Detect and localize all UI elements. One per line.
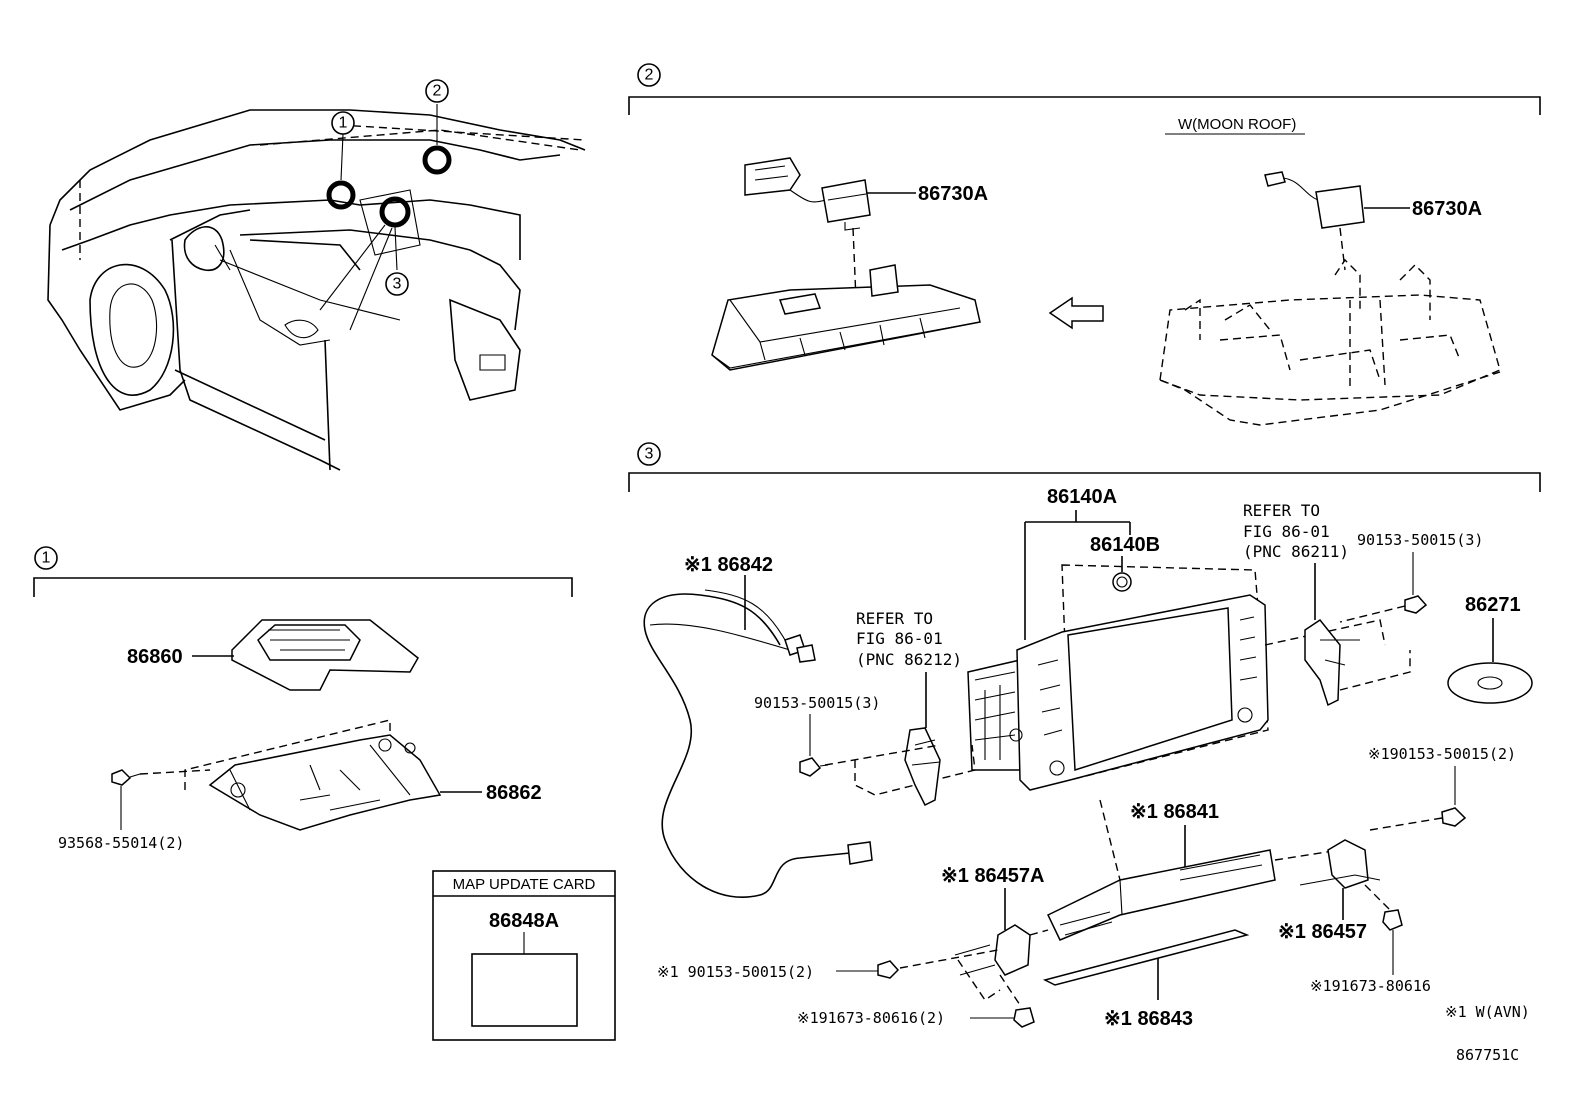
svg-text:2: 2	[645, 67, 654, 84]
part-label-86842: ※1 86842	[684, 554, 773, 576]
bracket-86457-illustration	[1299, 839, 1381, 889]
bracket-86457A-illustration	[954, 924, 1031, 976]
section-3-marker: 3	[637, 442, 661, 466]
variant-label-moon-roof: W(MOON ROOF)	[1178, 116, 1296, 133]
section-2: 2 W(MOON ROOF) 86730A	[628, 63, 1541, 426]
refer-note-right: REFER TO FIG 86-01 (PNC 86211)	[1243, 501, 1349, 561]
map-update-card-box: MAP UPDATE CARD 86848A	[432, 870, 616, 1041]
trim-86843-illustration	[1042, 929, 1250, 986]
part-label-bolt-left: 90153-50015(3)	[754, 694, 880, 712]
part-86730A-right-illustration	[1264, 171, 1365, 229]
part-label-86457: ※1 86457	[1278, 921, 1367, 943]
part-label-86841: ※1 86841	[1130, 801, 1219, 823]
bolt-93568-55014-icon	[111, 769, 141, 786]
cable-86842-illustration	[643, 589, 873, 898]
bracket-86212-illustration	[854, 727, 976, 807]
callout-ring-2	[422, 145, 452, 175]
callout-2: 2	[425, 79, 449, 103]
part-label-86860: 86860	[127, 646, 183, 668]
svg-text:FIG 86-01: FIG 86-01	[1243, 522, 1330, 541]
part-label-86271: 86271	[1465, 594, 1521, 616]
svg-text:(PNC 86212): (PNC 86212)	[856, 650, 962, 669]
svg-text:2: 2	[433, 83, 442, 100]
svg-text:(PNC 86211): (PNC 86211)	[1243, 542, 1349, 561]
part-label-screw-bottom-left: ※191673-80616(2)	[797, 1009, 945, 1027]
svg-text:1: 1	[42, 550, 51, 567]
bolt-right-lower-icon	[1441, 807, 1467, 827]
callout-ring-3	[379, 196, 411, 228]
part-label-86843: ※1 86843	[1104, 1008, 1193, 1030]
part-label-93568-55014: 93568-55014(2)	[58, 834, 184, 852]
part-label-86848A: 86848A	[489, 910, 559, 932]
part-label-86730A-right: 86730A	[1412, 198, 1482, 220]
overhead-console-right-illustration	[1159, 258, 1501, 426]
unit-86841-illustration	[1047, 849, 1276, 941]
part-label-86457A: ※1 86457A	[941, 865, 1045, 887]
bolt-right-icon	[1404, 595, 1428, 614]
section-3: 3 86140A 86140B	[628, 442, 1541, 1030]
bolt-bottom-left-icon	[877, 960, 900, 979]
part-label-bolt-right-lower: ※190153-50015(2)	[1368, 745, 1516, 763]
callout-1: 1	[331, 111, 355, 135]
svg-text:3: 3	[645, 446, 654, 463]
callout-ring-1	[326, 180, 356, 210]
part-label-bolt-right: 90153-50015(3)	[1357, 531, 1483, 549]
part-86862-illustration	[184, 719, 442, 831]
knob-86140B-icon	[1112, 572, 1132, 592]
display-unit-86140A-illustration	[967, 564, 1269, 791]
part-label-86140B: 86140B	[1090, 534, 1160, 556]
part-label-bolt-bottom-left: ※1 90153-50015(2)	[657, 963, 814, 981]
car-interior-overview: 1 2 3	[47, 79, 586, 471]
footnote-avn: ※1 W(AVN)	[1445, 1003, 1530, 1021]
svg-text:FIG 86-01: FIG 86-01	[856, 629, 943, 648]
svg-text:REFER TO: REFER TO	[1243, 501, 1320, 520]
disc-86271-icon	[1447, 662, 1533, 704]
part-label-screw-right: ※191673-80616	[1310, 977, 1431, 995]
section-1-marker: 1	[34, 546, 58, 570]
part-86730A-left-illustration	[744, 157, 871, 231]
overhead-console-left-illustration	[711, 264, 981, 371]
bolt-left-icon	[799, 757, 822, 777]
part-label-86140A: 86140A	[1047, 486, 1117, 508]
screw-bottom-left-icon	[1013, 1007, 1035, 1028]
svg-text:3: 3	[393, 276, 402, 293]
part-86860-illustration	[231, 619, 419, 691]
direction-arrow-icon	[1048, 296, 1104, 330]
section-1: 1 86860 86862 93568-55014(	[33, 546, 573, 852]
callout-3: 3	[385, 272, 409, 296]
screw-right-icon	[1382, 909, 1403, 931]
map-card-icon	[471, 953, 578, 1027]
figure-id: 867751C	[1456, 1046, 1519, 1064]
section-2-marker: 2	[637, 63, 661, 87]
refer-note-left: REFER TO FIG 86-01 (PNC 86212)	[856, 609, 962, 669]
map-card-title: MAP UPDATE CARD	[453, 876, 596, 893]
part-label-86730A-left: 86730A	[918, 183, 988, 205]
svg-text:1: 1	[339, 115, 348, 132]
part-label-86862: 86862	[486, 782, 542, 804]
bracket-86211-illustration	[1264, 618, 1411, 707]
svg-text:REFER TO: REFER TO	[856, 609, 933, 628]
